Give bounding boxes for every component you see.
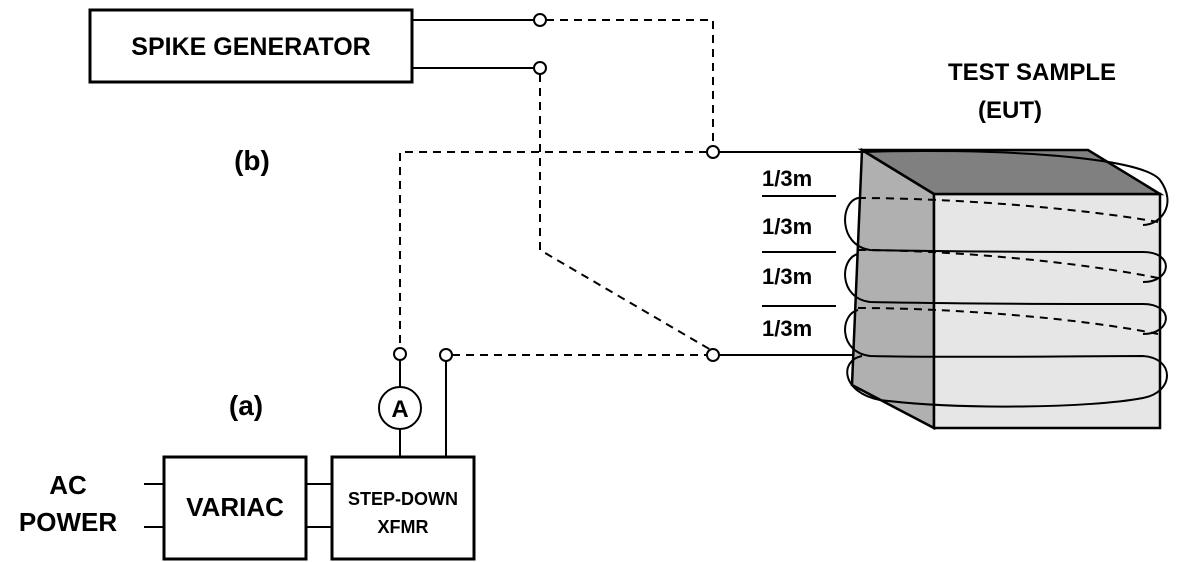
- spacing-label-2: 1/3m: [762, 214, 812, 239]
- xfmr-terminal: [439, 348, 453, 362]
- test-sample-label: TEST SAMPLE: [948, 59, 1116, 86]
- eut-side-face: [850, 147, 936, 431]
- spike-terminal-bottom: [533, 61, 547, 75]
- xfmr-box: [330, 455, 476, 561]
- spacing-label-3: 1/3m: [762, 264, 812, 289]
- eut-terminal-bottom: [706, 348, 720, 362]
- dashed-link-spike-bottom: [539, 74, 712, 351]
- variac-label: VARIAC: [186, 492, 284, 522]
- ammeter-terminal: [393, 347, 407, 361]
- variac: VARIAC: [162, 455, 308, 561]
- cable-loop-1-back: [857, 197, 1159, 223]
- cable-loops: [844, 149, 1169, 408]
- test-sample-cube: [850, 147, 1165, 431]
- dashed-link-spike-top: [546, 19, 714, 146]
- spacing-label-1: 1/3m: [762, 166, 812, 191]
- spike-terminal-top: [533, 13, 547, 27]
- eut-label: (EUT): [978, 97, 1042, 124]
- cable-loop-3-front: [844, 253, 1167, 335]
- spike-generator: SPIKE GENERATOR: [88, 8, 414, 84]
- cable-loop-2-front: [844, 197, 1167, 283]
- cable-loop-1-front: [861, 149, 1169, 226]
- cable-loop-4-front: [844, 309, 1168, 408]
- spike-generator-box: [88, 8, 414, 84]
- ac-power-label-line2: POWER: [19, 507, 117, 537]
- ammeter-label: A: [391, 396, 408, 423]
- step-down-transformer: STEP-DOWN XFMR: [330, 455, 476, 561]
- config-b-label: (b): [234, 145, 270, 176]
- spacing-label-4: 1/3m: [762, 316, 812, 341]
- ac-power-label-line1: AC: [49, 470, 87, 500]
- spacing-labels: 1/3m 1/3m 1/3m 1/3m: [762, 166, 836, 341]
- spike-generator-label: SPIKE GENERATOR: [131, 33, 370, 61]
- xfmr-label-line1: STEP-DOWN: [348, 489, 458, 509]
- eut-top-face: [857, 148, 1165, 196]
- config-a-label: (a): [229, 390, 263, 421]
- cable-loop-3-back: [857, 307, 1159, 335]
- dashed-link-ammeter: [399, 151, 707, 348]
- eut-front-face: [932, 192, 1162, 430]
- eut-terminal-top: [706, 145, 720, 159]
- cable-loop-2-back: [857, 249, 1159, 279]
- variac-box: [162, 455, 308, 561]
- xfmr-label-line2: XFMR: [378, 517, 429, 537]
